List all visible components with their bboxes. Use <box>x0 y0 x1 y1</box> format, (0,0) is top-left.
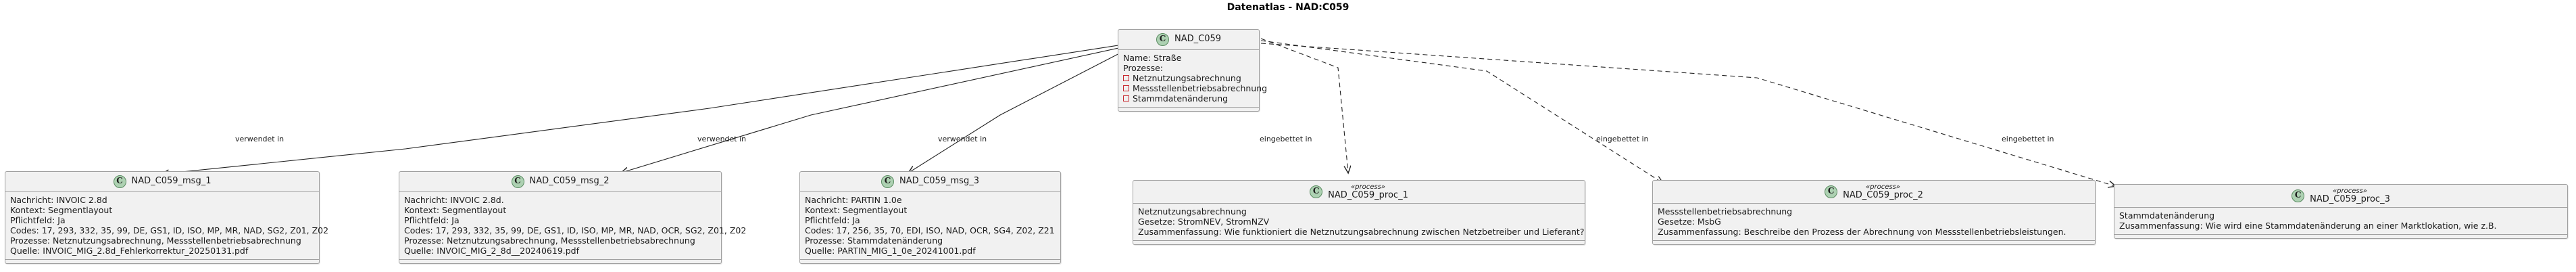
class-node-nad-c059-msg-2[interactable]: C NAD_C059_msg_2 Nachricht: INVOIC 2.8d.… <box>399 171 747 264</box>
attribute-line: Pflichtfeld: Ja <box>10 215 66 225</box>
attribute-line: Stammdatenänderung <box>1123 93 1254 104</box>
class-node-body: Messstellenbetriebsabrechnung Gesetze: M… <box>1653 204 2095 241</box>
class-node-title: NAD_C059_proc_3 <box>2310 194 2390 205</box>
class-node-footer <box>1133 241 1585 244</box>
attribute-line: Prozesse: Stammdatenänderung <box>805 235 943 246</box>
class-node-footer <box>2114 235 2567 238</box>
class-node-nad-c059-msg-1[interactable]: C NAD_C059_msg_1 Nachricht: INVOIC 2.8d … <box>5 171 329 264</box>
class-node-nad-c059-msg-3[interactable]: C NAD_C059_msg_3 Nachricht: PARTIN 1.0e … <box>799 171 1061 264</box>
attribute-line: Messstellenbetriebsabrechnung <box>1658 206 1793 217</box>
field-marker-icon <box>1123 85 1129 91</box>
edge-root-to-proc3 <box>1260 43 2115 186</box>
class-node-header: C NAD_C059_msg_1 <box>5 172 319 192</box>
attribute-line: Quelle: INVOIC_MIG_2_8d__20240619.pdf <box>404 246 580 256</box>
stereotype-label: «process» <box>2332 187 2367 195</box>
class-icon: C <box>511 175 524 188</box>
class-node-body: Nachricht: PARTIN 1.0e Kontext: Segmentl… <box>800 192 1060 260</box>
edge-label-verwendet-in-2: verwendet in <box>697 135 747 143</box>
class-icon: C <box>1310 185 1323 199</box>
attribute-line: Name: Straße <box>1123 53 1182 63</box>
attribute-line: Kontext: Segmentlayout <box>10 205 113 215</box>
attribute-line: Netznutzungsabrechnung <box>1123 73 1254 83</box>
attribute-line: Zusammenfassung: Wie wird eine Stammdate… <box>2119 220 2497 231</box>
page-title: Datenatlas - NAD:C059 <box>1227 2 1349 13</box>
class-node-title: NAD_C059_msg_2 <box>529 176 610 187</box>
class-node-nad-c059-proc-1[interactable]: C «process» NAD_C059_proc_1 Netznutzungs… <box>1133 180 1585 245</box>
attribute-line: Codes: 17, 293, 332, 35, 99, DE, GS1, ID… <box>10 225 329 235</box>
class-node-title: NAD_C059_msg_3 <box>899 176 979 187</box>
class-node-title: NAD_C059 <box>1174 34 1222 45</box>
attribute-line: Nachricht: INVOIC 2.8d <box>10 195 107 205</box>
class-node-footer <box>800 260 1060 263</box>
field-marker-icon <box>1123 95 1129 101</box>
attribute-line: Pflichtfeld: Ja <box>805 215 860 225</box>
class-node-header: C «process» NAD_C059_proc_2 <box>1653 181 2095 204</box>
attribute-line: Codes: 17, 256, 35, 70, EDI, ISO, NAD, O… <box>805 225 1055 235</box>
edge-root-to-msg1 <box>162 45 1119 174</box>
field-marker-icon <box>1123 75 1129 81</box>
stereotype-label: «process» <box>1865 183 1900 191</box>
class-node-header: C NAD_C059_msg_3 <box>800 172 1060 192</box>
class-node-nad-c059-proc-2[interactable]: C «process» NAD_C059_proc_2 Messstellenb… <box>1652 180 2096 245</box>
attribute-line: Zusammenfassung: Beschreibe den Prozess … <box>1658 226 2066 237</box>
attribute-text: Stammdatenänderung <box>1133 93 1229 104</box>
attribute-text: Netznutzungsabrechnung <box>1133 73 1241 83</box>
class-node-nad-c059-proc-3[interactable]: C «process» NAD_C059_proc_3 Stammdatenän… <box>2114 184 2568 239</box>
attribute-line: Kontext: Segmentlayout <box>805 205 908 215</box>
class-node-header: C «process» NAD_C059_proc_1 <box>1133 181 1585 204</box>
attribute-line: Stammdatenänderung <box>2119 210 2215 221</box>
attribute-line: Prozesse: <box>1123 63 1164 73</box>
class-node-header: C «process» NAD_C059_proc_3 <box>2114 185 2567 208</box>
edge-label-eingebettet-in-3: eingebettet in <box>2002 135 2054 143</box>
class-node-body: Nachricht: INVOIC 2.8d Kontext: Segmentl… <box>5 192 329 260</box>
stereotype-label: «process» <box>1350 183 1385 191</box>
class-node-header: C NAD_C059_msg_2 <box>399 172 721 192</box>
attribute-line: Nachricht: INVOIC 2.8d. <box>404 195 504 205</box>
class-node-footer <box>1653 241 2095 244</box>
class-node-body: Nachricht: INVOIC 2.8d. Kontext: Segment… <box>399 192 747 260</box>
class-icon: C <box>1825 185 1838 199</box>
edge-label-verwendet-in-3: verwendet in <box>938 135 987 143</box>
attribute-line: Gesetze: StromNEV, StromNZV <box>1138 216 1270 227</box>
class-node-header: C NAD_C059 <box>1118 30 1259 50</box>
class-icon: C <box>1156 33 1169 46</box>
class-node-body: Stammdatenänderung Zusammenfassung: Wie … <box>2114 208 2567 235</box>
edge-label-eingebettet-in-1: eingebettet in <box>1260 135 1312 143</box>
class-node-title: NAD_C059_proc_1 <box>1328 190 1408 201</box>
attribute-line: Quelle: INVOIC_MIG_2.8d_Fehlerkorrektur_… <box>10 246 249 256</box>
class-icon: C <box>881 175 894 188</box>
edge-root-to-proc1 <box>1260 38 1348 173</box>
class-node-title: NAD_C059_proc_2 <box>1843 190 1923 201</box>
class-node-body: Name: Straße Prozesse: Netznutzungsabrec… <box>1118 50 1267 108</box>
class-node-title: NAD_C059_msg_1 <box>131 176 212 187</box>
attribute-line: Prozesse: Netznutzungsabrechnung, Messst… <box>10 235 301 246</box>
attribute-line: Netznutzungsabrechnung <box>1138 206 1247 217</box>
class-node-nad-c059[interactable]: C NAD_C059 Name: Straße Prozesse: Netznu… <box>1118 29 1267 112</box>
attribute-line: Codes: 17, 293, 332, 35, 99, DE, GS1, ID… <box>404 225 747 235</box>
attribute-line: Quelle: PARTIN_MIG_1_0e_20241001.pdf <box>805 246 976 256</box>
class-node-body: Netznutzungsabrechnung Gesetze: StromNEV… <box>1133 204 1585 241</box>
attribute-line: Nachricht: PARTIN 1.0e <box>805 195 902 205</box>
edge-label-verwendet-in-1: verwendet in <box>235 135 284 143</box>
attribute-line: Messstellenbetriebsabrechnung <box>1123 83 1267 93</box>
attribute-line: Pflichtfeld: Ja <box>404 215 460 225</box>
class-node-footer <box>1118 108 1259 111</box>
attribute-line: Zusammenfassung: Wie funktioniert die Ne… <box>1138 226 1585 237</box>
attribute-line: Prozesse: Netznutzungsabrechnung, Messst… <box>404 235 695 246</box>
class-icon: C <box>113 175 126 188</box>
edge-root-to-proc2 <box>1260 40 1662 183</box>
class-node-footer <box>5 260 319 263</box>
class-node-footer <box>399 260 721 263</box>
edge-label-eingebettet-in-2: eingebettet in <box>1596 135 1649 143</box>
edge-root-to-msg3 <box>909 49 1128 173</box>
class-icon: C <box>2292 189 2305 203</box>
attribute-text: Messstellenbetriebsabrechnung <box>1133 83 1268 93</box>
attribute-line: Gesetze: MsbG <box>1658 216 1721 227</box>
edge-root-to-msg2 <box>622 47 1122 173</box>
attribute-line: Kontext: Segmentlayout <box>404 205 507 215</box>
